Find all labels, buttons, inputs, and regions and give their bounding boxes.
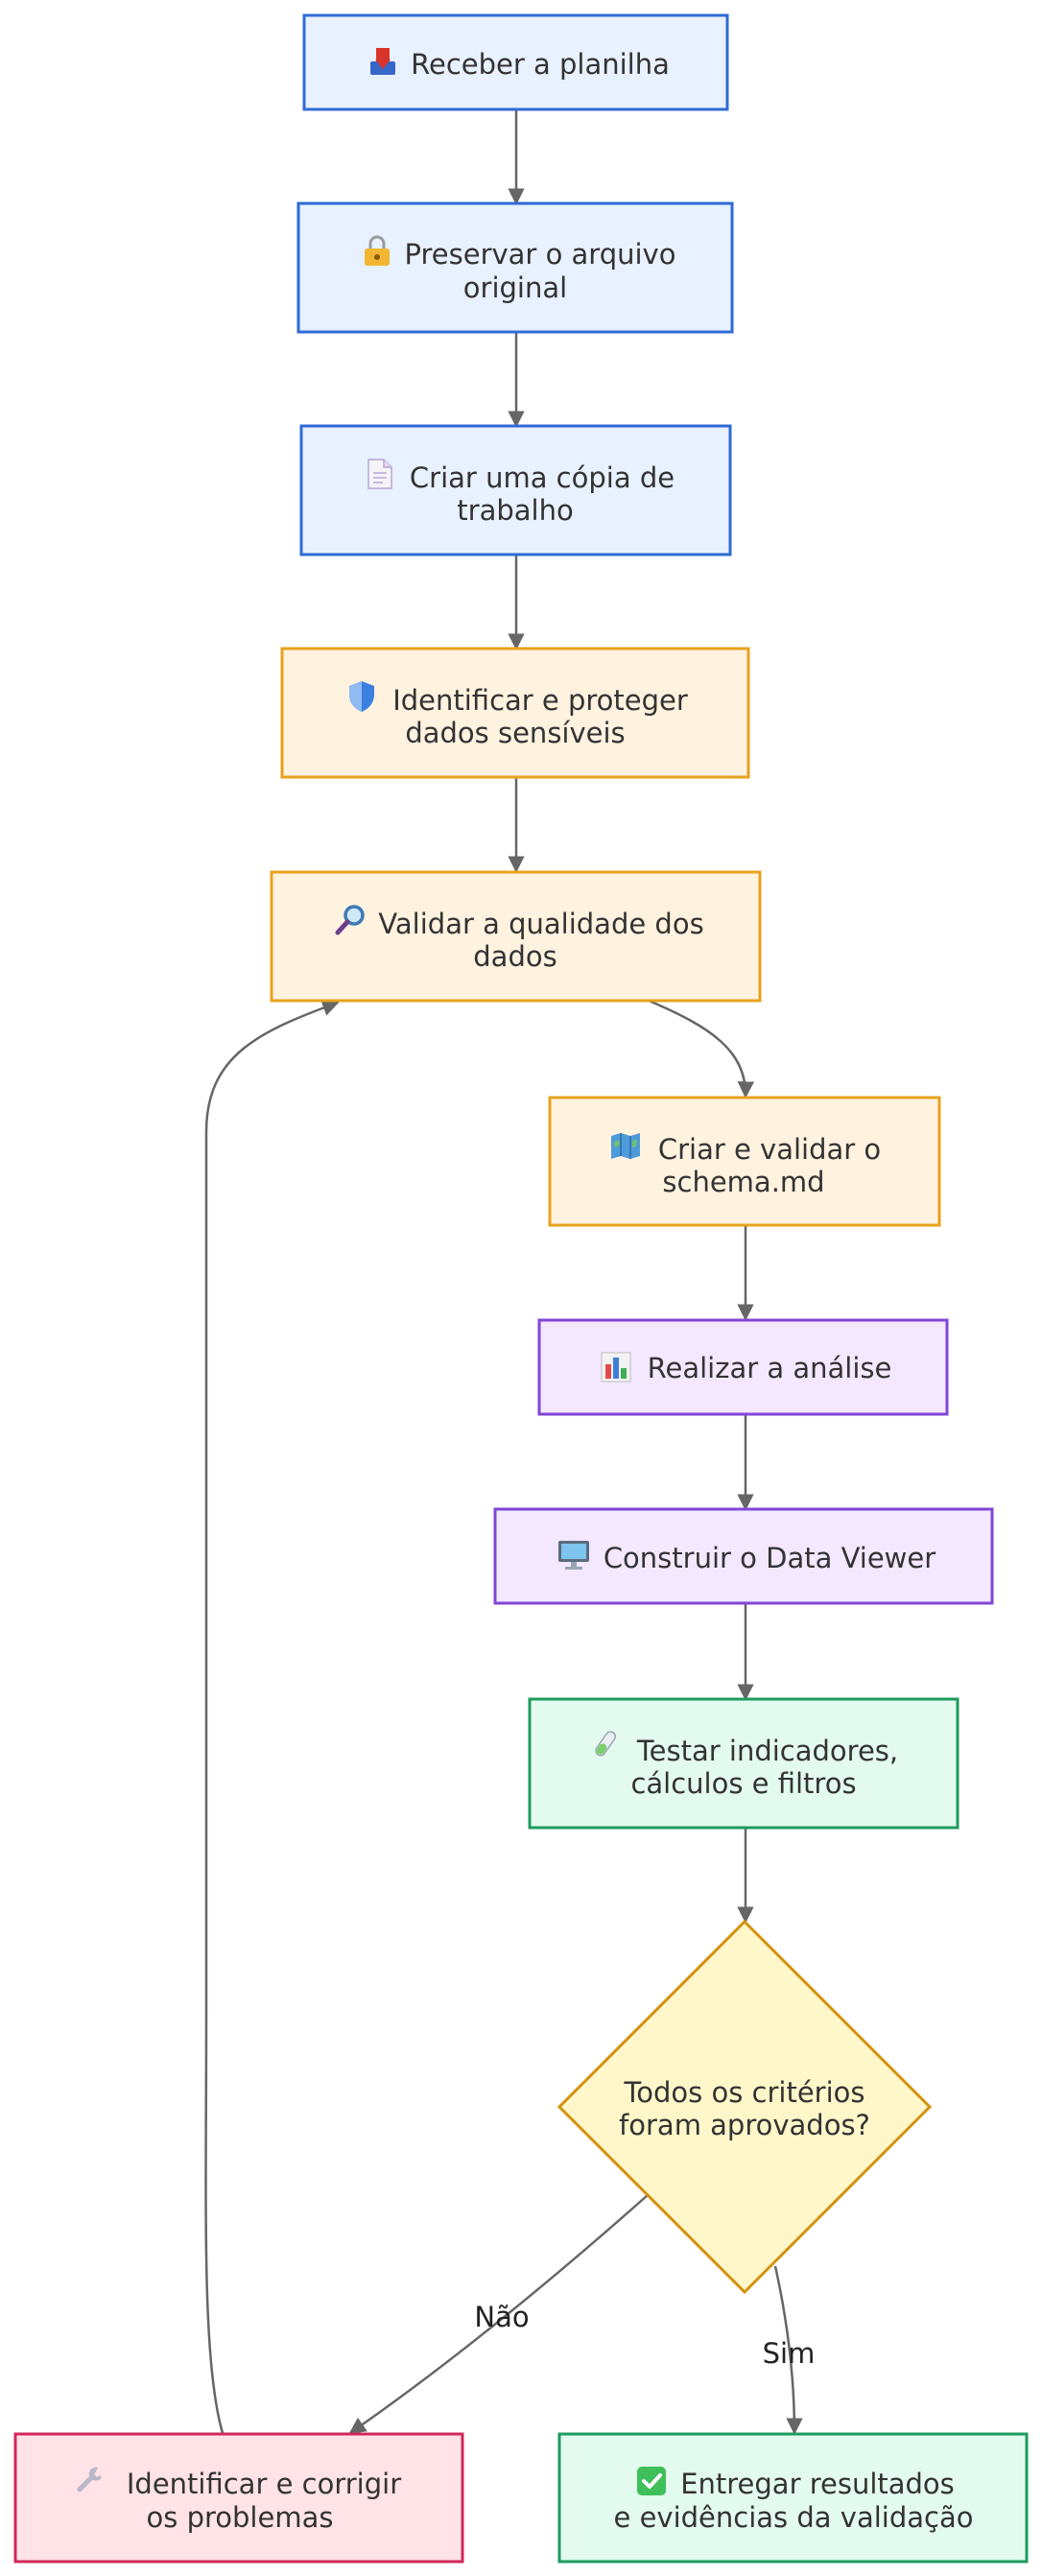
edge-label-nao: Não xyxy=(474,2301,529,2333)
node-label: Receber a planilha xyxy=(411,48,670,81)
node-criar-schema[interactable]: Criar e validar o schema.md xyxy=(548,1096,941,1227)
decision-label: Todos os critérios xyxy=(623,2076,864,2109)
node-receber-planilha[interactable]: Receber a planilha xyxy=(302,13,729,111)
node-construir-data-viewer[interactable]: Construir o Data Viewer xyxy=(493,1507,994,1605)
check-mark-icon xyxy=(637,2467,666,2495)
node-label: Entregar resultados xyxy=(680,2468,955,2500)
node-label: Criar e validar o xyxy=(658,1133,881,1166)
lock-icon xyxy=(365,235,390,266)
edge-validar-schema xyxy=(648,999,755,1099)
node-realizar-analise[interactable]: Realizar a análise xyxy=(537,1318,949,1416)
node-label: e evidências da validação xyxy=(614,2501,974,2534)
monitor-icon xyxy=(558,1541,589,1570)
node-label: Testar indicadores, xyxy=(636,1735,898,1767)
node-corrigir-problemas[interactable]: Identificar e corrigir os problemas xyxy=(13,2432,464,2564)
node-proteger-dados[interactable]: Identificar e proteger dados sensíveis xyxy=(280,647,750,779)
node-label: Identificar e corrigir xyxy=(127,2468,401,2500)
node-criar-copia[interactable]: Criar uma cópia de trabalho xyxy=(299,424,732,556)
test-tube-icon xyxy=(595,1731,617,1757)
map-icon xyxy=(611,1133,640,1159)
node-label: Construir o Data Viewer xyxy=(604,1542,935,1574)
edges xyxy=(204,109,803,2435)
edge-decisao-corrigir xyxy=(348,2194,649,2435)
edge-corrigir-validar xyxy=(204,1000,340,2434)
decision-criterios-aprovados[interactable]: Todos os critérios foram aprovados? xyxy=(557,1919,933,2295)
document-icon xyxy=(367,459,392,489)
node-label: Criar uma cópia de xyxy=(410,461,675,494)
node-validar-qualidade[interactable]: Validar a qualidade dos dados xyxy=(270,870,762,1003)
wrench-icon xyxy=(77,2467,102,2493)
inbox-tray-icon xyxy=(370,48,395,75)
node-label: Identificar e proteger xyxy=(392,684,688,717)
edge-decisao-entregar xyxy=(773,2265,803,2435)
node-testar-indicadores[interactable]: Testar indicadores, cálculos e filtros xyxy=(528,1697,959,1830)
decision-label: foram aprovados? xyxy=(619,2109,870,2141)
node-entregar-resultados[interactable]: Entregar resultados e evidências da vali… xyxy=(557,2432,1029,2564)
node-preservar-arquivo[interactable]: Preservar o arquivo original xyxy=(296,201,734,334)
node-label: Validar a qualidade dos xyxy=(378,908,703,940)
node-label: Realizar a análise xyxy=(648,1352,892,1384)
bar-chart-icon xyxy=(601,1352,631,1383)
node-label: dados xyxy=(473,940,557,973)
node-label: dados sensíveis xyxy=(405,717,625,749)
node-label: cálculos e filtros xyxy=(630,1767,856,1800)
node-label: Preservar o arquivo xyxy=(405,238,676,271)
shield-icon xyxy=(349,681,374,712)
magnifier-icon xyxy=(335,905,365,935)
node-label: schema.md xyxy=(662,1166,824,1198)
edge-label-sim: Sim xyxy=(763,2337,816,2370)
node-label: trabalho xyxy=(457,494,573,527)
node-label: original xyxy=(463,272,567,304)
node-label: os problemas xyxy=(147,2501,334,2534)
